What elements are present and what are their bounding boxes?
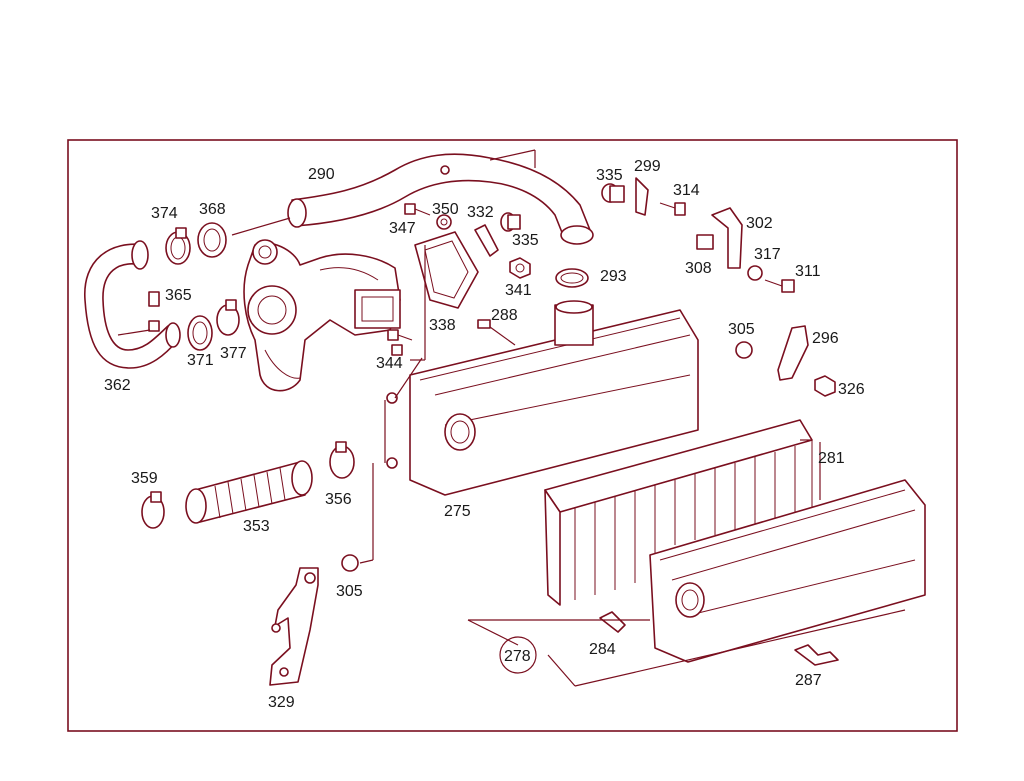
callout-281: 281 <box>818 450 845 467</box>
part-293-oring <box>555 268 589 288</box>
part-278-filter-housing-lower <box>649 479 926 663</box>
callout-296: 296 <box>812 330 839 347</box>
part-365-fitting <box>148 291 160 332</box>
part-281-filter-element <box>544 419 813 606</box>
part-290-intake-pipe <box>287 149 594 245</box>
callout-341: 341 <box>505 282 532 299</box>
part-305a-grommet <box>735 341 753 359</box>
callout-311: 311 <box>795 263 821 280</box>
part-374-clamp <box>165 227 191 265</box>
callout-299: 299 <box>634 158 661 175</box>
callout-362: 362 <box>104 377 131 394</box>
callout-290: 290 <box>308 166 335 183</box>
part-338-gasket <box>414 231 479 309</box>
callout-329: 329 <box>268 694 295 711</box>
part-329-bracket <box>269 567 319 686</box>
part-turbocharger <box>243 239 401 392</box>
part-317-washer <box>747 265 763 281</box>
part-353-corrugated-hose <box>185 460 313 524</box>
callout-359: 359 <box>131 470 158 487</box>
part-296-bracket <box>777 325 809 381</box>
callout-344: 344 <box>376 355 403 372</box>
callout-293: 293 <box>600 268 627 285</box>
diagram-frame <box>67 139 958 732</box>
part-305b-grommet <box>341 554 359 572</box>
callout-288: 288 <box>491 307 518 324</box>
part-350-washer <box>436 214 452 230</box>
callout-314: 314 <box>673 182 700 199</box>
callout-305b: 305 <box>336 583 363 600</box>
callout-377: 377 <box>220 345 247 362</box>
part-335b-fitting <box>500 212 521 232</box>
part-332-bracket <box>474 224 499 257</box>
callout-275: 275 <box>444 503 471 520</box>
part-368-ring <box>197 222 227 258</box>
part-362-hose <box>84 240 181 369</box>
part-371-ring <box>187 315 213 351</box>
part-341-nut <box>509 257 531 279</box>
part-335a-fitting <box>601 183 625 203</box>
part-359-clamp <box>141 491 165 529</box>
callout-371: 371 <box>187 352 214 369</box>
part-287-clip <box>794 644 839 666</box>
callout-326: 326 <box>838 381 865 398</box>
part-347-bolt <box>404 203 431 216</box>
callout-305a: 305 <box>728 321 755 338</box>
part-314-bolt <box>659 202 686 216</box>
part-284-clip <box>599 611 626 633</box>
part-344-bolts <box>387 329 413 356</box>
callout-287: 287 <box>795 672 822 689</box>
callout-338: 338 <box>429 317 456 334</box>
callout-317: 317 <box>754 246 781 263</box>
callout-302: 302 <box>746 215 773 232</box>
part-302-bracket <box>711 207 743 269</box>
part-308-sleeve <box>696 234 714 250</box>
callout-332: 332 <box>467 204 494 221</box>
callout-278: 278 <box>504 648 531 665</box>
part-275-filter-housing-upper <box>386 300 699 496</box>
callout-284: 284 <box>589 641 616 658</box>
callout-335b: 335 <box>512 232 539 249</box>
callout-365: 365 <box>165 287 192 304</box>
part-311-bolt <box>764 279 795 293</box>
callout-356: 356 <box>325 491 352 508</box>
part-356-clamp <box>329 441 355 479</box>
callout-308: 308 <box>685 260 712 277</box>
leader-lines <box>117 217 906 687</box>
part-377-clamp <box>216 299 240 336</box>
callout-353: 353 <box>243 518 270 535</box>
callout-350: 350 <box>432 201 459 218</box>
part-326-nut <box>814 375 836 397</box>
callout-labels: 290 335 299 314 374 368 347 350 332 335 … <box>104 158 865 711</box>
part-288-plug <box>477 319 491 329</box>
callout-368: 368 <box>199 201 226 218</box>
callout-ring-278 <box>499 636 537 674</box>
callout-374: 374 <box>151 205 178 222</box>
callout-347: 347 <box>389 220 416 237</box>
part-299-bracket <box>635 177 649 216</box>
callout-335a: 335 <box>596 167 623 184</box>
